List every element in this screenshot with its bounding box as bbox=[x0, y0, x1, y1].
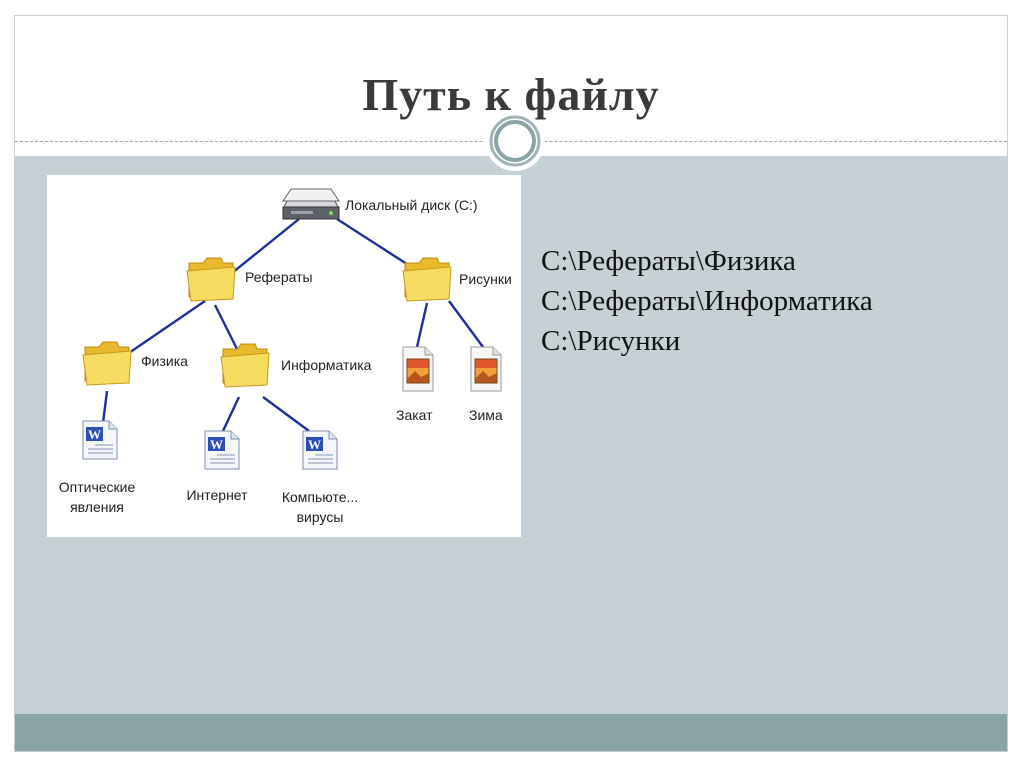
tree-connectors bbox=[101, 217, 484, 432]
folder-informatika-label: Информатика bbox=[281, 357, 372, 373]
file-tree-diagram: W bbox=[47, 175, 521, 537]
root-disk-label: Локальный диск (C:) bbox=[345, 197, 478, 213]
image-zima-label: Зима bbox=[469, 407, 503, 423]
folder-fizika-label: Физика bbox=[141, 353, 188, 369]
folder-informatika-icon bbox=[220, 343, 270, 388]
doc-opticheskie-label-line1: Оптические bbox=[58, 479, 136, 495]
path-risunki: С:\Рисунки bbox=[541, 325, 681, 357]
path-examples: С:\Рефераты\Физика С:\Рефераты\Информати… bbox=[541, 241, 873, 361]
slide-frame: Путь к файлу W bbox=[14, 15, 1008, 752]
folder-risunki-icon bbox=[402, 257, 452, 302]
image-zakat-icon bbox=[402, 346, 434, 392]
footer-bar bbox=[15, 714, 1007, 751]
image-zakat-label: Закат bbox=[396, 407, 433, 423]
doc-opticheskie-label: Оптические явления bbox=[51, 477, 143, 517]
image-zima-icon bbox=[470, 346, 502, 392]
doc-kompyuter-label-line2: вирусы bbox=[296, 509, 344, 525]
word-doc-kompyuter-icon bbox=[302, 430, 338, 470]
folder-referaty-icon bbox=[186, 257, 236, 302]
doc-internet-label: Интернет bbox=[186, 487, 248, 503]
path-informatika: С:\Рефераты\Информатика bbox=[541, 285, 873, 317]
word-doc-internet-icon bbox=[204, 430, 240, 470]
folder-risunki-label: Рисунки bbox=[459, 271, 512, 287]
doc-opticheskie-label-line2: явления bbox=[70, 499, 124, 515]
folder-referaty-label: Рефераты bbox=[245, 269, 313, 285]
path-fizika: С:\Рефераты\Физика bbox=[541, 245, 796, 277]
folder-fizika-icon bbox=[82, 341, 132, 386]
doc-kompyuter-label: Компьюте... вирусы bbox=[265, 487, 375, 527]
ring-ornament-icon bbox=[485, 111, 545, 171]
hard-disk-icon bbox=[282, 188, 340, 220]
word-doc-opticheskie-icon bbox=[82, 420, 118, 460]
doc-kompyuter-label-line1: Компьюте... bbox=[281, 489, 359, 505]
